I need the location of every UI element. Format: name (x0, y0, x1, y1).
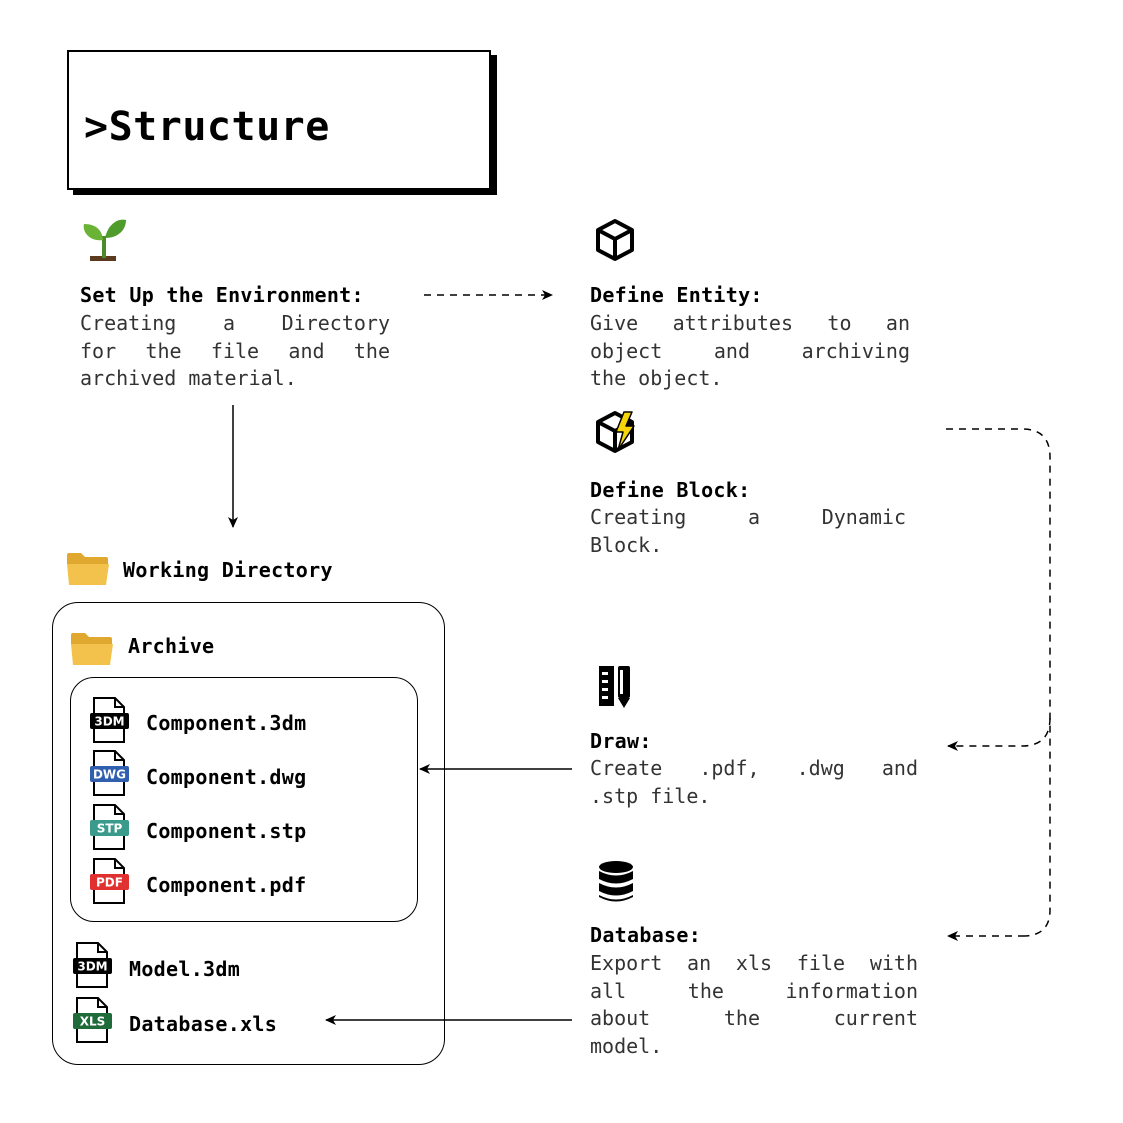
database-title: Database: (590, 923, 702, 947)
file-xls-icon[interactable]: XLS (72, 997, 112, 1047)
drawing-tools-icon (598, 664, 634, 714)
file-name[interactable]: Database.xls (129, 1012, 278, 1036)
block-description: Creating a Dynamic Block. (590, 504, 906, 559)
file-pdf-icon[interactable]: PDF (89, 858, 129, 908)
draw-description: Create .pdf, .dwg and .stp file. (590, 755, 918, 810)
file-name[interactable]: Component.stp (146, 819, 307, 843)
draw-line: Create .pdf, .dwg and (590, 756, 918, 780)
svg-text:STP: STP (97, 822, 123, 836)
setup-line: Creating a Directory (80, 311, 390, 335)
draw-line: .stp file. (590, 783, 711, 808)
entity-title: Define Entity: (590, 283, 763, 307)
cube-icon (594, 218, 636, 266)
block-title: Define Block: (590, 478, 751, 502)
file-name[interactable]: Component.dwg (146, 765, 307, 789)
arrow-block-to-draw (947, 717, 1051, 751)
archive-box (70, 677, 418, 922)
file-name[interactable]: Model.3dm (129, 957, 241, 981)
entity-line: object and archiving (590, 338, 910, 363)
file-dwg-icon[interactable]: DWG (89, 750, 129, 800)
setup-line: for the file and the (80, 338, 390, 363)
working-directory-box (52, 602, 445, 1065)
block-line: Block. (590, 532, 663, 557)
setup-line: archived material. (80, 366, 297, 390)
entity-description: Give attributes to an object and archivi… (590, 310, 910, 393)
dashed-block-loop (946, 428, 1051, 937)
title-box (67, 50, 491, 190)
file-name[interactable]: Component.3dm (146, 711, 307, 735)
entity-line: the object. (590, 366, 723, 390)
file-name[interactable]: Component.pdf (146, 873, 307, 897)
database-line: Export an xls file with (590, 951, 918, 975)
seedling-icon (80, 218, 128, 268)
svg-text:3DM: 3DM (77, 960, 107, 974)
setup-title: Set Up the Environment: (80, 283, 364, 307)
working-directory-label: Working Directory (123, 558, 333, 582)
database-description: Export an xls file with all the informat… (590, 950, 918, 1060)
entity-line: Give attributes to an (590, 311, 910, 335)
file-stp-icon[interactable]: STP (89, 804, 129, 854)
database-line: model. (590, 1033, 663, 1058)
file-3dm-icon[interactable]: 3DM (89, 697, 129, 747)
svg-text:PDF: PDF (96, 876, 123, 890)
archive-label[interactable]: Archive (128, 634, 215, 658)
block-line: Creating a Dynamic (590, 505, 906, 529)
svg-text:XLS: XLS (80, 1015, 106, 1029)
page-title: >Structure (84, 104, 330, 150)
draw-title: Draw: (590, 729, 652, 753)
database-icon (597, 860, 635, 908)
file-3dm-icon[interactable]: 3DM (72, 942, 112, 992)
database-line: about the current (590, 1006, 918, 1030)
lightning-cube-icon (594, 410, 640, 458)
svg-text:DWG: DWG (93, 768, 126, 782)
folder-icon[interactable] (70, 632, 114, 670)
svg-text:3DM: 3DM (94, 715, 124, 729)
folder-icon (66, 552, 110, 590)
database-line: all the information (590, 978, 918, 1003)
setup-description: Creating a Directory for the file and th… (80, 310, 390, 393)
